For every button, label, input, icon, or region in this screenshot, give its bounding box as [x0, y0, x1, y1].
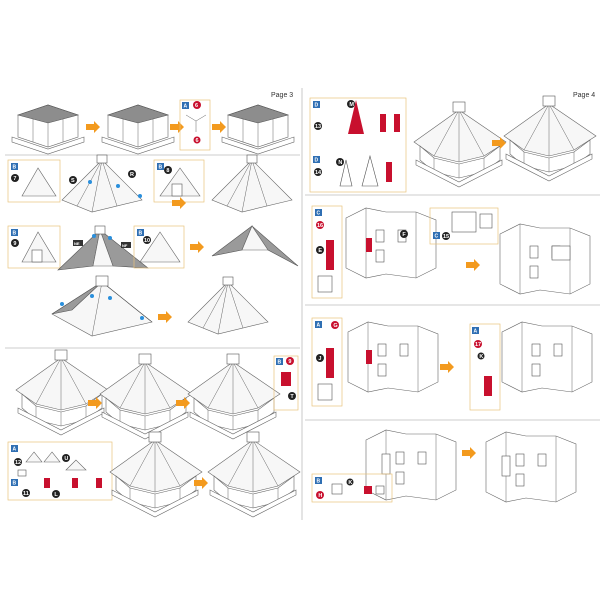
step-number: 6 [195, 103, 198, 109]
part-box-a17: A 17 K [469, 323, 501, 411]
step-arrow [158, 311, 172, 323]
step-number: 7 [13, 176, 16, 182]
part-letter-badge: B [159, 165, 163, 171]
step-arrow [190, 241, 204, 253]
part-letter-badge: A [13, 447, 17, 453]
step-roof-complete [187, 276, 269, 335]
step-arrow [172, 197, 186, 209]
part-letter-badge: D [315, 158, 319, 164]
step-arrow [86, 121, 100, 133]
step-number: 6 [196, 138, 199, 144]
step-arrow [462, 447, 476, 459]
page-label-3: Page 3 [271, 92, 293, 99]
step-number: 16 [317, 223, 323, 229]
piece-letter: E [318, 248, 322, 254]
step-arrow [170, 121, 184, 133]
part-box-b8: B 8 [153, 159, 205, 203]
step-roof-wrap [51, 275, 153, 337]
step-hut-gables-result [503, 95, 597, 182]
step-number: 10 [144, 238, 150, 244]
step-base-walls-2 [101, 104, 175, 155]
part-letter-badge: B [278, 360, 282, 366]
piece-letter: G [333, 323, 337, 329]
piece-letter: T [290, 394, 294, 400]
piece-letter: N [338, 160, 342, 166]
step-roof-wings [57, 225, 149, 271]
part-box-b-h: B H K [311, 473, 393, 503]
step-wall-section-result [499, 223, 591, 295]
piece-letter: K [479, 354, 483, 360]
part-letter-badge: B [13, 231, 17, 237]
step-arrow [212, 121, 226, 133]
part-box-a12-b11: A 12 U B 11 L [7, 441, 113, 501]
step-arrow [466, 259, 480, 271]
part-letter-badge: B [13, 481, 17, 487]
part-box-b10: B 10 [133, 225, 185, 269]
step-base-walls-1 [11, 104, 85, 155]
step-wall-section-1 [345, 207, 437, 279]
part-box-a17-c: A G J [311, 317, 343, 407]
piece-letter: U [64, 456, 68, 462]
step-number: 17 [475, 342, 481, 348]
piece-tag: NF [122, 243, 128, 248]
step-number: 8 [166, 168, 169, 174]
part-letter-badge: A [317, 323, 321, 329]
step-side-wall-result [501, 321, 593, 393]
step-hut-dormer [109, 431, 203, 518]
step-number: 11 [23, 491, 29, 497]
part-letter-badge: B [13, 165, 17, 171]
part-box-c16: C 16 E [311, 205, 343, 299]
piece-letter: K [348, 480, 352, 486]
step-arrow [440, 361, 454, 373]
step-hut-dormer-result [207, 431, 301, 518]
piece-letter: J [318, 356, 321, 362]
step-back-wall-result [485, 431, 577, 503]
step-hut-assemble-3 [187, 353, 281, 440]
page-label-4: Page 4 [573, 92, 595, 99]
piece-letter: H [318, 493, 322, 499]
part-letter-badge: A [184, 104, 188, 110]
part-letter-badge: B [317, 479, 321, 485]
step-number: 9 [288, 359, 291, 365]
step-roof-cone-result [211, 154, 293, 213]
piece-letter: R [130, 172, 134, 178]
step-number: 15 [443, 234, 449, 240]
piece-letter: L [54, 492, 58, 498]
step-number: 9 [13, 241, 16, 247]
step-number: 13 [315, 124, 321, 130]
piece-letter: S [71, 178, 75, 184]
step-hut-assemble-2 [99, 353, 193, 440]
piece-tag: NE [74, 241, 80, 246]
part-letter-badge: B [139, 231, 143, 237]
piece-letter: M [349, 102, 354, 108]
step-number: 12 [15, 460, 21, 466]
part-letter-badge: C [435, 234, 439, 240]
part-box-d13-d14: D 13 M D 14 N [309, 97, 407, 193]
part-letter-badge: D [315, 103, 319, 109]
part-box-b7: B 7 [7, 159, 61, 203]
step-roof-wings-result [211, 225, 299, 267]
step-hut-assemble-1 [15, 349, 109, 436]
piece-letter: F [402, 232, 406, 238]
step-base-walls-3 [221, 104, 295, 155]
step-side-wall-1 [347, 321, 439, 393]
part-letter-badge: A [474, 329, 478, 335]
part-box-c15: C 15 [429, 207, 499, 245]
part-letter-badge: C [317, 211, 321, 217]
step-number: 14 [315, 170, 322, 176]
part-box-a6: A 6 6 [179, 99, 211, 151]
part-box-b9: B 9 [7, 225, 61, 269]
part-box-b9-red: B 9 T [273, 355, 299, 411]
